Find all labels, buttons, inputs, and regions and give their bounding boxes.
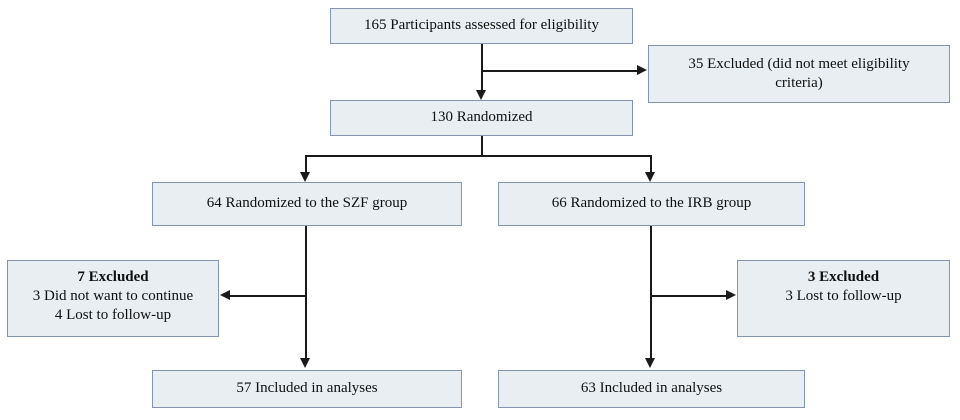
connector-randomized-split-stem <box>481 136 483 156</box>
node-randomized: 130 Randomized <box>330 100 633 136</box>
connector-irb-to-analyses <box>650 226 652 363</box>
connector-split-to-irb <box>650 155 652 177</box>
arrowhead-szf-to-analyses <box>300 358 311 368</box>
node-excluded-szf-line-1: 7 Excluded <box>77 269 149 285</box>
node-analyzed-irb: 63 Included in analyses <box>498 370 805 408</box>
node-excluded-szf-line-2: 3 Did not want to continue <box>32 288 194 305</box>
node-assessed-line-1: 165 Participants assessed for eligibilit… <box>364 17 599 34</box>
node-excluded-szf: 7 Excluded 3 Did not want to continue 4 … <box>7 260 219 337</box>
node-analyzed-szf-line-1: 57 Included in analyses <box>236 380 378 397</box>
connector-szf-to-analyses <box>305 226 307 363</box>
node-group-szf-line-1: 64 Randomized to the SZF group <box>206 195 408 212</box>
arrowhead-szf-to-excluded <box>220 290 230 301</box>
connector-split-to-szf <box>305 155 307 177</box>
node-excluded-szf-line-3: 4 Lost to follow-up <box>54 307 172 324</box>
node-analyzed-szf: 57 Included in analyses <box>152 370 462 408</box>
node-analyzed-irb-line-1: 63 Included in analyses <box>580 380 723 397</box>
node-group-irb: 66 Randomized to the IRB group <box>498 182 805 226</box>
connector-assessed-to-randomized <box>481 44 483 94</box>
arrowhead-irb-to-excluded <box>726 290 736 301</box>
node-excluded-irb-line-2: 3 Lost to follow-up <box>785 288 902 305</box>
node-excluded-screening-line-2: criteria) <box>775 75 823 91</box>
connector-irb-to-excluded <box>650 295 726 297</box>
arrowhead-to-excluded-screening <box>637 65 647 76</box>
node-randomized-line-1: 130 Randomized <box>430 109 533 126</box>
arrowhead-split-to-szf <box>300 172 311 182</box>
node-excluded-screening-line-1: 35 Excluded (did not meet eligibility <box>688 55 910 72</box>
connector-randomized-split-bar <box>305 155 651 157</box>
node-group-irb-line-1: 66 Randomized to the IRB group <box>551 195 752 212</box>
connector-randomized-to-excluded-screening <box>481 70 638 72</box>
node-excluded-irb: 3 Excluded 3 Lost to follow-up <box>737 260 950 337</box>
arrowhead-assessed-to-randomized <box>476 90 487 100</box>
connector-szf-to-excluded <box>230 295 306 297</box>
node-excluded-irb-line-1: 3 Excluded <box>807 269 880 285</box>
node-group-szf: 64 Randomized to the SZF group <box>152 182 462 226</box>
arrowhead-split-to-irb <box>645 172 656 182</box>
arrowhead-irb-to-analyses <box>645 358 656 368</box>
node-excluded-screening: 35 Excluded (did not meet eligibility cr… <box>648 45 950 103</box>
node-assessed-for-eligibility: 165 Participants assessed for eligibilit… <box>330 8 633 44</box>
